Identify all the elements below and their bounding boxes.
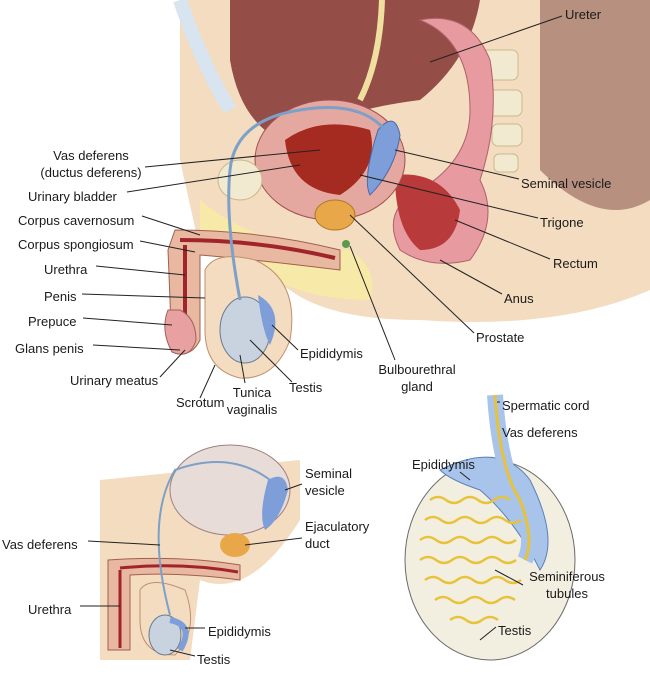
pathway-leader-lines — [80, 483, 303, 657]
detail-tubules-line2: tubules — [546, 586, 588, 601]
detail-label-epididymis: Epididymis — [412, 457, 475, 472]
label-bulbo-line2: gland — [401, 379, 433, 394]
pathway-label-epididymis: Epididymis — [208, 624, 271, 639]
label-tunica-line2: vaginalis — [226, 402, 278, 417]
label-bulbo-line1: Bulbourethral — [378, 362, 456, 377]
label-tunica-vaginalis: Tunica vaginalis — [222, 384, 282, 418]
pathway-seminal-line1: Seminal — [305, 466, 352, 481]
label-corpus-spongiosum: Corpus spongiosum — [18, 237, 134, 252]
label-testis: Testis — [289, 380, 323, 395]
label-scrotum: Scrotum — [176, 395, 225, 410]
label-tunica-line1: Tunica — [232, 385, 272, 400]
seminiferous-tubules-pattern — [419, 495, 522, 625]
label-prostate: Prostate — [476, 330, 525, 345]
label-urinary-meatus: Urinary meatus — [70, 373, 159, 388]
label-penis: Penis — [44, 289, 77, 304]
pathway-label-ejaculatory-duct: Ejaculatory duct — [305, 518, 369, 552]
detail-label-seminiferous-tubules: Seminiferous tubules — [522, 568, 612, 602]
label-prepuce: Prepuce — [28, 314, 77, 329]
pathway-seminal-line2: vesicle — [305, 483, 345, 498]
pathway-ejac-line1: Ejaculatory — [305, 519, 370, 534]
sagittal-section — [164, 0, 650, 379]
testis-detail-section — [404, 394, 576, 661]
sperm-pathway-section — [100, 444, 300, 660]
detail-label-testis: Testis — [498, 623, 532, 638]
label-ureter: Ureter — [565, 7, 602, 22]
label-seminal-vesicle: Seminal vesicle — [521, 176, 612, 191]
detail-label-spermatic-cord: Spermatic cord — [502, 398, 590, 413]
leader-lines — [81, 15, 563, 399]
label-glans-penis: Glans penis — [15, 341, 84, 356]
pathway-label-vas-deferens: Vas deferens — [2, 537, 78, 552]
label-corpus-cavernosum: Corpus cavernosum — [18, 213, 135, 228]
detail-label-vas-deferens: Vas deferens — [502, 425, 578, 440]
label-vas-deferens-line1: Vas deferens — [53, 148, 129, 163]
detail-tubules-line1: Seminiferous — [529, 569, 605, 584]
label-bulbourethral-gland: Bulbourethral gland — [372, 361, 462, 395]
pathway-label-seminal-vesicle: Seminal vesicle — [305, 465, 352, 499]
label-trigone: Trigone — [540, 215, 584, 230]
detail-leader-lines — [459, 401, 524, 641]
label-epididymis: Epididymis — [300, 346, 363, 361]
label-vas-deferens-line2: (ductus deferens) — [40, 165, 142, 180]
pathway-label-urethra: Urethra — [28, 602, 72, 617]
pathway-ejac-line2: duct — [305, 536, 330, 551]
label-urethra: Urethra — [44, 262, 88, 277]
label-rectum: Rectum — [553, 256, 598, 271]
label-anus: Anus — [504, 291, 534, 306]
label-vas-deferens: Vas deferens (ductus deferens) — [36, 147, 146, 181]
pathway-label-testis: Testis — [197, 652, 231, 667]
label-urinary-bladder: Urinary bladder — [28, 189, 117, 204]
